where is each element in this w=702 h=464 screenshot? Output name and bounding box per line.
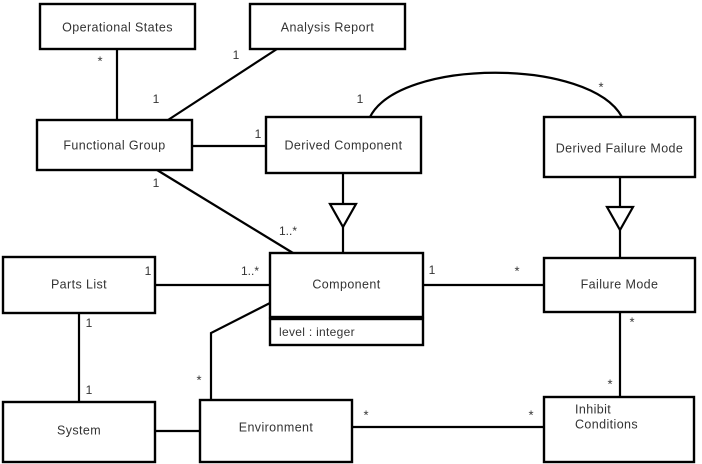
class-box-analysis-report[interactable]: Analysis Report	[248, 2, 407, 51]
multiplicity-system-top: 1	[86, 383, 93, 397]
class-box-functional-group[interactable]: Functional Group	[35, 118, 194, 172]
class-rect-component-name	[268, 251, 425, 319]
class-label-derived-component: Derived Component	[285, 138, 403, 152]
generalization-triangle-component	[328, 202, 358, 230]
class-rect-environment	[198, 398, 354, 464]
class-box-derived-failure-mode[interactable]: Derived Failure Mode	[542, 115, 697, 179]
multiplicity-functionalgroup-component: 1	[153, 176, 160, 190]
multiplicity-functionalgroup-analysisreport: 1	[153, 92, 160, 106]
class-rect-functional-group	[35, 118, 194, 172]
multiplicity-component-right: 1	[429, 263, 436, 277]
class-label-environment: Environment	[239, 420, 314, 434]
multiplicity-derivedcomponent-left: 1	[255, 127, 262, 141]
class-rect-derived-failure-mode	[542, 115, 697, 179]
multiplicity-opstates-functionalgroup: *	[97, 53, 102, 68]
multiplicity-inhibitconditions-top: *	[607, 376, 612, 391]
class-label-system: System	[57, 423, 101, 437]
class-box-parts-list[interactable]: Parts List	[1, 255, 157, 315]
class-label-inhibit-conditions-line1: Inhibit	[575, 402, 611, 416]
class-rect-analysis-report	[248, 2, 407, 51]
class-box-system[interactable]: System	[1, 400, 157, 464]
multiplicity-analysisreport-functionalgroup: 1	[233, 48, 240, 62]
generalization-triangle-failuremode	[605, 205, 635, 233]
multiplicity-partslist-right: 1	[145, 264, 152, 278]
multiplicity-arc-left: 1	[357, 92, 364, 106]
class-box-operational-states[interactable]: Operational States	[38, 2, 197, 51]
class-box-environment[interactable]: Environment	[198, 398, 354, 464]
class-label-parts-list: Parts List	[51, 277, 107, 291]
multiplicity-environment-right: *	[363, 407, 368, 422]
class-box-inhibit-conditions[interactable]: Inhibit Conditions	[542, 395, 696, 464]
multiplicity-failuremode-left: *	[514, 263, 519, 278]
class-rect-system	[1, 400, 157, 464]
association-component-environment	[209, 302, 271, 400]
class-rect-component-attributes	[268, 317, 425, 347]
class-rect-parts-list	[1, 255, 157, 315]
class-label-functional-group: Functional Group	[63, 138, 165, 152]
class-attribute-component-level: level : integer	[279, 325, 355, 339]
class-label-inhibit-conditions-line2: Conditions	[575, 417, 638, 431]
multiplicity-failuremode-bottom: *	[629, 314, 634, 329]
association-arc-derivedcomponent-derivedfailuremode	[369, 71, 623, 118]
multiplicity-inhibitconditions-left: *	[528, 407, 533, 422]
class-label-component: Component	[312, 277, 380, 291]
class-rect-derived-component	[264, 115, 423, 175]
multiplicity-component-left: 1..*	[241, 264, 259, 278]
class-rect-operational-states	[38, 2, 197, 51]
multiplicity-component-topleft: 1..*	[279, 224, 297, 238]
class-rect-failure-mode	[542, 256, 697, 314]
multiplicity-arc-right: *	[598, 79, 603, 94]
class-box-component[interactable]: Component level : integer	[268, 251, 425, 347]
class-box-failure-mode[interactable]: Failure Mode	[542, 256, 697, 314]
class-label-derived-failure-mode: Derived Failure Mode	[556, 141, 684, 155]
class-label-failure-mode: Failure Mode	[581, 277, 659, 291]
class-label-analysis-report: Analysis Report	[281, 20, 375, 34]
class-box-derived-component[interactable]: Derived Component	[264, 115, 423, 175]
association-functionalgroup-analysisreport	[167, 48, 278, 121]
association-functionalgroup-component	[156, 169, 294, 254]
class-label-operational-states: Operational States	[62, 20, 173, 34]
multiplicity-partslist-bottom: 1	[86, 316, 93, 330]
class-rect-inhibit-conditions	[542, 395, 696, 464]
multiplicity-environment-top: *	[196, 372, 201, 387]
